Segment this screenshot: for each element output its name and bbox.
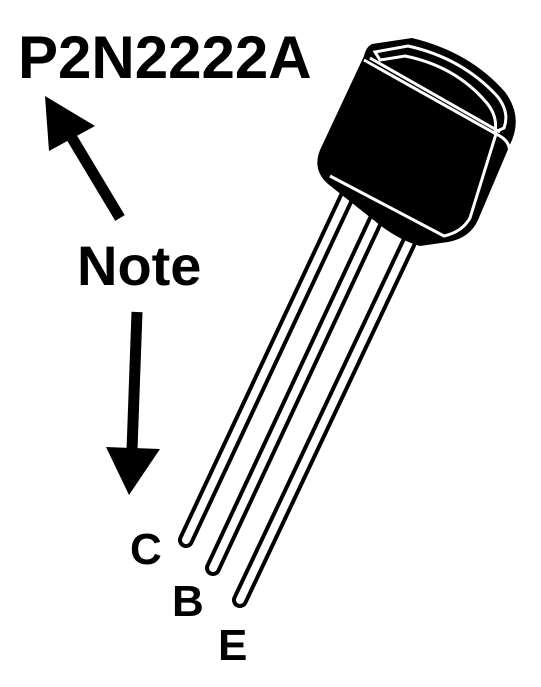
pin-collector-label: C	[130, 525, 162, 574]
arrow-down-icon	[106, 311, 160, 495]
part-number-label: P2N2222A	[18, 24, 312, 91]
arrow-up-left-icon	[45, 96, 125, 221]
emitter-lead	[232, 232, 418, 608]
collector-lead	[178, 182, 358, 548]
pin-emitter-label: E	[218, 621, 248, 670]
note-label: Note	[77, 234, 202, 297]
pin-base-label: B	[172, 577, 204, 626]
transistor-body	[317, 38, 516, 246]
transistor-leads	[178, 182, 418, 608]
base-lead	[205, 207, 386, 576]
